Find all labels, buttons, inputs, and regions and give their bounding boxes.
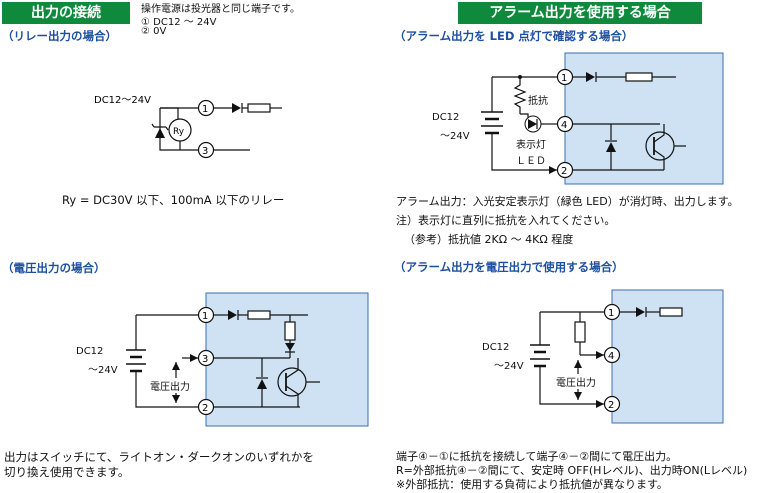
relay-coil-label: Ry (173, 127, 185, 137)
relay-section-title: （リレー出力の場合） (2, 29, 117, 43)
led-resistor-label: 抵抗 (528, 96, 548, 107)
led-note-2: 注）表示灯に直列に抵抗を入れてください。 (396, 214, 616, 227)
alarm-voltage-terminal-2: 2 (608, 400, 614, 411)
voltage-terminal-2: 2 (202, 403, 208, 414)
alarm-voltage-supply-line1: DC12 (482, 342, 510, 353)
voltage-terminal-3: 3 (202, 354, 208, 365)
voltage-output-label: 電圧出力 (150, 378, 190, 393)
relay-circuit-diagram: DC12～24V Ry 1 3 (94, 95, 282, 159)
led-section-title: （アラーム出力を LED 点灯で確認する場合） (394, 29, 634, 43)
alarm-voltage-section-title: （アラーム出力を電圧出力で使用する場合） (394, 260, 624, 274)
relay-terminal-1: 1 (202, 104, 208, 115)
led-note-3: （参考）抵抗値 2KΩ ～ 4KΩ 程度 (404, 233, 574, 246)
voltage-circuit-diagram: 1 3 2 (126, 292, 369, 427)
led-led-label: ＬＥＤ (516, 156, 546, 167)
alarm-voltage-terminal-4: 4 (608, 351, 614, 362)
left-section-header: 出力の接続 (2, 2, 130, 24)
led-terminal-1: 1 (561, 73, 567, 84)
voltage-section-title: （電圧出力の場合） (2, 261, 106, 275)
alarm-voltage-output-label: 電圧出力 (556, 374, 596, 389)
led-supply-line1: DC12 (432, 112, 460, 123)
alarm-voltage-terminal-1: 1 (608, 308, 614, 319)
led-supply-line2: ～24V (440, 131, 470, 142)
alarm-voltage-circuit-diagram: 1 4 2 (530, 289, 724, 424)
led-circuit-diagram: 1 4 2 (481, 52, 724, 185)
alarm-voltage-note-1: 端子④－①に抵抗を接続して端子④－②間にて電圧出力。 (396, 450, 678, 463)
power-note-line1: 操作電源は投光器と同じ端子です。 (141, 4, 300, 15)
led-terminal-4: 4 (561, 120, 567, 131)
relay-diode-symbol (232, 103, 241, 113)
led-terminal-2: 2 (561, 166, 567, 177)
relay-supply-label: DC12～24V (94, 95, 151, 106)
alarm-voltage-note-3: ※外部抵抗：使用する負荷により抵抗値が異なります。 (396, 478, 668, 491)
right-section-header: アラーム出力を使用する場合 (458, 2, 702, 24)
alarm-voltage-supply-line2: ～24V (494, 361, 524, 372)
relay-zener-symbol (155, 128, 165, 138)
voltage-caption-line2: 切り換え使用できます。 (4, 465, 130, 479)
power-note-line3: ② 0V (141, 26, 167, 37)
relay-caption: Ry = DC30V 以下、100mA 以下のリレー (62, 193, 285, 207)
voltage-supply-line2: ～24V (88, 365, 118, 376)
power-note-line2: ① DC12 ～ 24V (141, 17, 217, 28)
relay-terminal-3: 3 (202, 146, 208, 157)
led-lamp-label: 表示灯 (516, 140, 546, 151)
voltage-supply-line1: DC12 (76, 346, 104, 357)
voltage-caption-line1: 出力はスイッチにて、ライトオン・ダークオンのいずれかを (4, 450, 314, 464)
led-note-1: アラーム出力：入光安定表示灯（緑色 LED）が消灯時、出力します。 (396, 195, 739, 208)
alarm-voltage-note-2: R=外部抵抗④－②間にて、安定時 OFF(Hレベル)、出力時ON(Lレベル) (396, 464, 748, 477)
voltage-terminal-1: 1 (202, 311, 208, 322)
